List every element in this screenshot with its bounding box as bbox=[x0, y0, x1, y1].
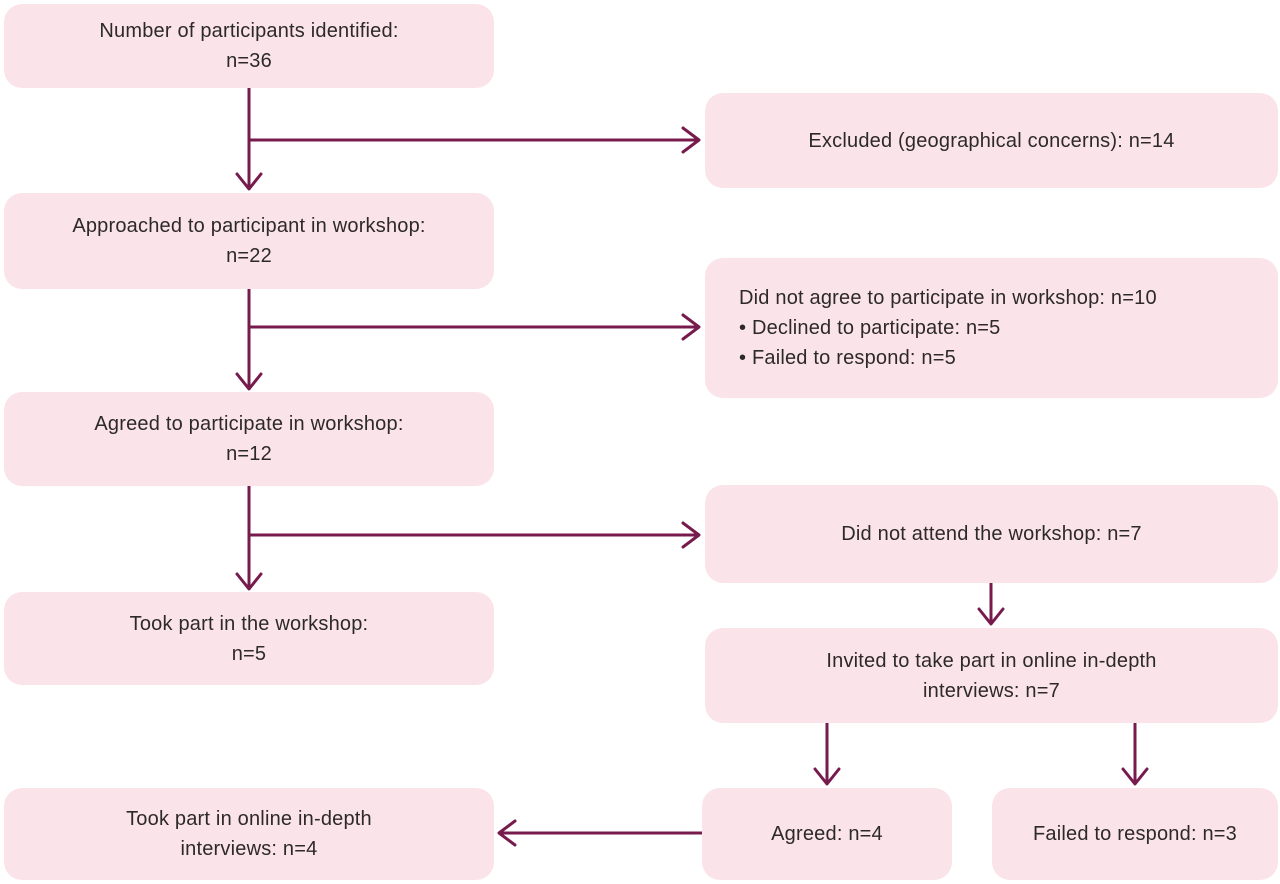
arrow-branch-to-excluded bbox=[247, 126, 701, 154]
box-excluded-geographical: Excluded (geographical concerns): n=14 bbox=[705, 93, 1278, 188]
box-did-not-attend: Did not attend the workshop: n=7 bbox=[705, 485, 1278, 583]
arrow-did-not-attend-to-invited bbox=[977, 581, 1005, 626]
box-agreed-interview: Agreed: n=4 bbox=[702, 788, 952, 880]
box-did-not-agree: Did not agree to participate in workshop… bbox=[705, 258, 1278, 398]
arrow-agreed-to-took-part-interviews bbox=[497, 819, 704, 847]
box-approached-workshop: Approached to participant in workshop: n… bbox=[4, 193, 494, 289]
arrow-branch-to-did-not-agree bbox=[247, 313, 701, 341]
arrow-agreed-to-took-part bbox=[235, 484, 263, 591]
arrow-identified-to-approached bbox=[235, 86, 263, 191]
box-took-part-interviews: Took part in online in-depth interviews:… bbox=[4, 788, 494, 880]
box-agreed-workshop: Agreed to participate in workshop: n=12 bbox=[4, 392, 494, 486]
box-took-part-workshop: Took part in the workshop: n=5 bbox=[4, 592, 494, 685]
arrow-invited-to-failed bbox=[1121, 721, 1149, 786]
box-failed-to-respond: Failed to respond: n=3 bbox=[992, 788, 1278, 880]
arrow-invited-to-agreed bbox=[813, 721, 841, 786]
arrow-approached-to-agreed bbox=[235, 287, 263, 391]
box-invited-interviews: Invited to take part in online in-depth … bbox=[705, 628, 1278, 723]
arrow-branch-to-did-not-attend bbox=[247, 521, 701, 549]
box-participants-identified: Number of participants identified: n=36 bbox=[4, 4, 494, 88]
